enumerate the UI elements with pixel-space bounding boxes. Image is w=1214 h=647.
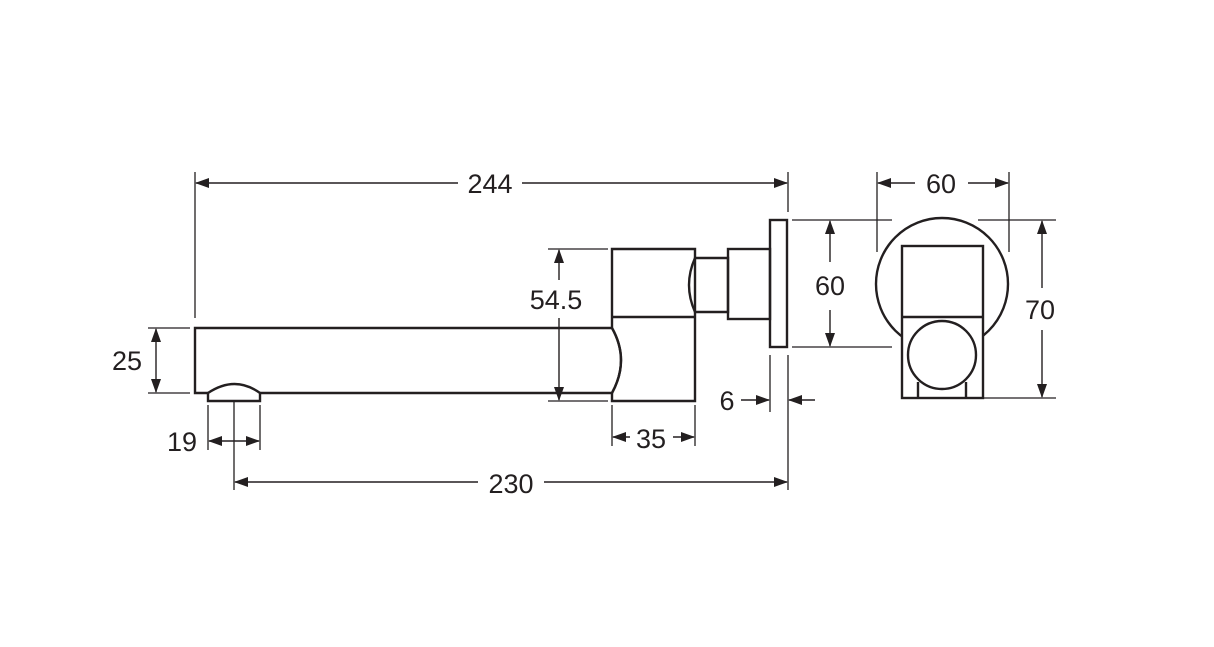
front-view bbox=[874, 216, 1010, 400]
wall-collar bbox=[726, 247, 772, 321]
dimension-lines bbox=[151, 178, 1047, 487]
label-35: 35 bbox=[636, 424, 666, 454]
label-54-5: 54.5 bbox=[530, 285, 583, 315]
wall-plate-side bbox=[768, 218, 789, 349]
label-230: 230 bbox=[488, 469, 533, 499]
lever-knob bbox=[906, 319, 978, 391]
label-19: 19 bbox=[167, 427, 197, 457]
label-70: 70 bbox=[1025, 295, 1055, 325]
label-60-horizontal: 60 bbox=[926, 169, 956, 199]
mixer-body bbox=[610, 247, 697, 403]
spout-outline bbox=[193, 326, 623, 395]
label-6: 6 bbox=[719, 386, 734, 416]
side-view bbox=[193, 218, 789, 403]
label-244: 244 bbox=[467, 169, 512, 199]
label-25: 25 bbox=[112, 346, 142, 376]
label-60-vertical: 60 bbox=[815, 271, 845, 301]
dimension-labels: 244 230 19 25 54.5 35 6 60 60 70 bbox=[112, 169, 1055, 499]
outlet-aerator bbox=[206, 382, 262, 403]
body-neck bbox=[687, 256, 730, 314]
